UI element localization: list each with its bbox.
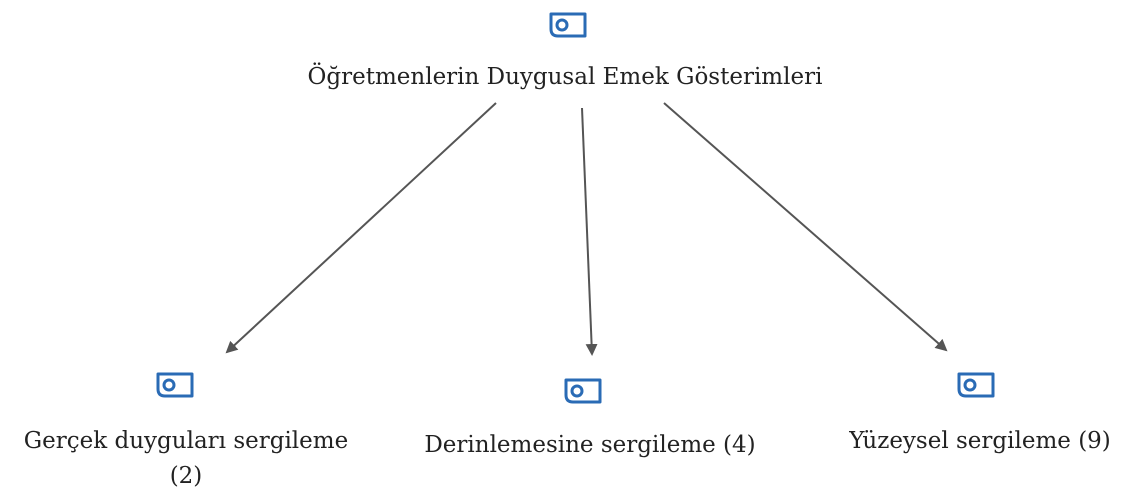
code-tag-icon xyxy=(564,378,602,404)
code-tag-icon xyxy=(156,372,194,398)
arrow-root-to-derinlemesine xyxy=(581,107,598,356)
arrow-root-to-yuzeysel xyxy=(663,102,948,352)
arrow-root-to-gercek xyxy=(225,102,497,354)
code-tag-icon xyxy=(549,12,587,38)
root-label: Öğretmenlerin Duygusal Emek Gösterimleri xyxy=(307,64,823,90)
child-label-gercek: Gerçek duyguları sergileme xyxy=(23,428,349,454)
code-tag-icon xyxy=(957,372,995,398)
child-label-yuzeysel: Yüzeysel sergileme (9) xyxy=(849,428,1111,454)
child-label-derinlemesine: Derinlemesine sergileme (4) xyxy=(424,432,756,458)
child-count-gercek: (2) xyxy=(169,463,203,489)
